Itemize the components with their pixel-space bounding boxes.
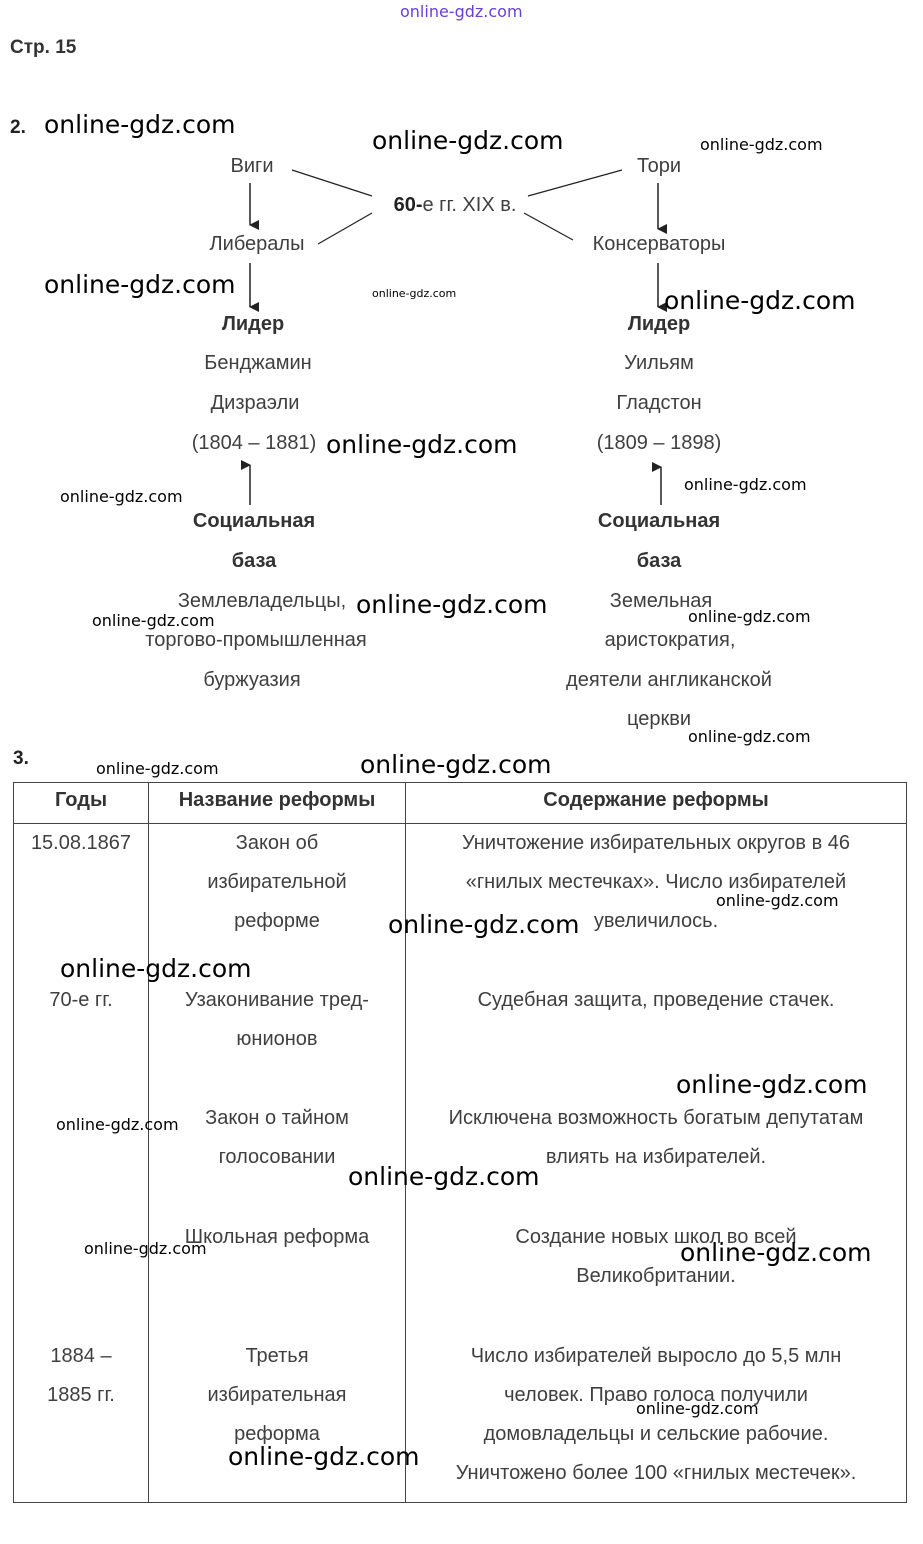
scheme-connectors (241, 169, 667, 505)
cell-year-text: 15.08.1867 (30, 832, 132, 854)
watermark: online-gdz.com (680, 1238, 872, 1267)
cell-year (13, 1217, 149, 1337)
watermark: online-gdz.com (44, 270, 236, 299)
watermark: online-gdz.com (700, 135, 823, 154)
cell-content: Исключена возможность богатым депутатам … (405, 1098, 907, 1218)
watermark: online-gdz.com (688, 607, 811, 626)
watermark: online-gdz.com (84, 1239, 207, 1258)
connector-conservatives (523, 212, 574, 241)
center-period: 60-е гг. XIX в. (393, 194, 517, 216)
leader-heading-left: Лидер (221, 313, 285, 335)
page-label: Стр. 15 (10, 37, 77, 58)
watermark: online-gdz.com (372, 287, 457, 300)
cell-name-text: Школьная реформа (184, 1225, 370, 1248)
party-vigi: Виги (230, 155, 274, 177)
base-heading-left: Социальная (192, 510, 316, 532)
leader-line-left: (1804 – 1881) (191, 432, 317, 454)
cell-content: Создание новых школ во всей Великобритан… (405, 1217, 907, 1337)
cell-content: Уничтожение избирательных округов в 46 «… (405, 823, 907, 981)
party-tori: Тори (636, 155, 682, 177)
base-line-left: Землевладельцы, (177, 590, 347, 612)
base-line-left: буржуазия (203, 669, 301, 691)
cell-content-text: Уничтожение избирательных округов в 46 «… (461, 832, 851, 932)
cell-content-text: Судебная защита, проведение стачек. (477, 988, 835, 1011)
connector-vigi (291, 169, 373, 197)
cell-year-text: 70-е гг. (49, 988, 113, 1011)
top-watermark: online-gdz.com (400, 2, 523, 21)
cell-year: 70-е гг. (13, 980, 149, 1099)
base-line-right: деятели англиканской (566, 669, 772, 691)
watermark: online-gdz.com (348, 1162, 540, 1191)
leader-heading-right: Лидер (627, 313, 691, 335)
watermark: online-gdz.com (636, 1399, 759, 1418)
base-heading-left: база (231, 550, 277, 572)
base-heading-right: база (636, 550, 682, 572)
leader-line-right: Уильям (624, 352, 694, 374)
table-row: Школьная реформа Создание новых школ во … (13, 1217, 907, 1337)
watermark: online-gdz.com (326, 430, 518, 459)
watermark: online-gdz.com (356, 590, 548, 619)
watermark: online-gdz.com (372, 126, 564, 155)
col-header-name: Название реформы (148, 782, 406, 824)
leader-line-left: Бенджамин (204, 352, 312, 374)
cell-year (13, 1098, 149, 1218)
cell-name: Закон о тайном голосовании (148, 1098, 406, 1218)
leader-line-left: Дизраэли (210, 392, 300, 414)
table-row: 15.08.1867 Закон об избирательной реформ… (13, 823, 907, 981)
cell-name-text: Узаконивание тред- юнионов (185, 988, 369, 1050)
watermark: online-gdz.com (676, 1070, 868, 1099)
leader-line-right: (1809 – 1898) (596, 432, 722, 454)
base-line-left: торгово-промышленная (145, 629, 367, 651)
task2-number: 2. (10, 117, 26, 138)
party-conservatives: Консерваторы (592, 233, 726, 255)
cell-name: Третья избирательная реформа (148, 1336, 406, 1503)
table-header-row: Годы Название реформы Содержание реформы (13, 782, 907, 824)
task3-number: 3. (13, 748, 29, 769)
connector-tori (527, 169, 623, 197)
reforms-table: Годы Название реформы Содержание реформы… (13, 782, 907, 1503)
base-line-right: Земельная (609, 590, 713, 612)
base-heading-right: Социальная (597, 510, 721, 532)
col-header-content: Содержание реформы (405, 782, 907, 824)
table-row: 1884 – 1885 гг. Третья избирательная реф… (13, 1336, 907, 1503)
cell-name: Закон об избирательной реформе (148, 823, 406, 981)
watermark: online-gdz.com (388, 910, 580, 939)
cell-content: Число избирателей выросло до 5,5 млн чел… (405, 1336, 907, 1503)
watermark: online-gdz.com (684, 475, 807, 494)
cell-name: Школьная реформа (148, 1217, 406, 1337)
watermark: online-gdz.com (664, 286, 856, 315)
connector-liberals (317, 212, 373, 245)
cell-year: 1884 – 1885 гг. (13, 1336, 149, 1503)
cell-content-text: Исключена возможность богатым депутатам … (448, 1106, 864, 1168)
table-row: Закон о тайном голосовании Исключена воз… (13, 1098, 907, 1218)
cell-year: 15.08.1867 (13, 823, 149, 981)
leader-line-right: Гладстон (616, 392, 702, 414)
cell-name-text: Третья избирательная реформа (207, 1344, 347, 1445)
watermark: online-gdz.com (716, 891, 839, 910)
watermark: online-gdz.com (96, 759, 219, 778)
watermark: online-gdz.com (228, 1442, 420, 1471)
watermark: online-gdz.com (44, 110, 236, 139)
col-header-years: Годы (13, 782, 149, 824)
base-line-right: церкви (626, 708, 692, 730)
cell-content-text: Создание новых школ во всей Великобритан… (515, 1225, 797, 1287)
cell-name: Узаконивание тред- юнионов (148, 980, 406, 1099)
watermark: online-gdz.com (60, 487, 183, 506)
watermark: online-gdz.com (688, 727, 811, 746)
cell-content: Судебная защита, проведение стачек. (405, 980, 907, 1099)
watermark: online-gdz.com (360, 750, 552, 779)
watermark: online-gdz.com (92, 611, 215, 630)
cell-name-text: Закон о тайном голосовании (205, 1106, 349, 1168)
base-line-right: аристократия, (604, 629, 736, 651)
party-liberals: Либералы (209, 233, 305, 255)
watermark: online-gdz.com (60, 954, 252, 983)
cell-name-text: Закон об избирательной реформе (207, 832, 347, 932)
cell-content-text: Число избирателей выросло до 5,5 млн чел… (455, 1344, 857, 1484)
table-row: 70-е гг. Узаконивание тред- юнионов Суде… (13, 980, 907, 1099)
watermark: online-gdz.com (56, 1115, 179, 1134)
cell-year-text: 1884 – 1885 гг. (47, 1344, 115, 1406)
